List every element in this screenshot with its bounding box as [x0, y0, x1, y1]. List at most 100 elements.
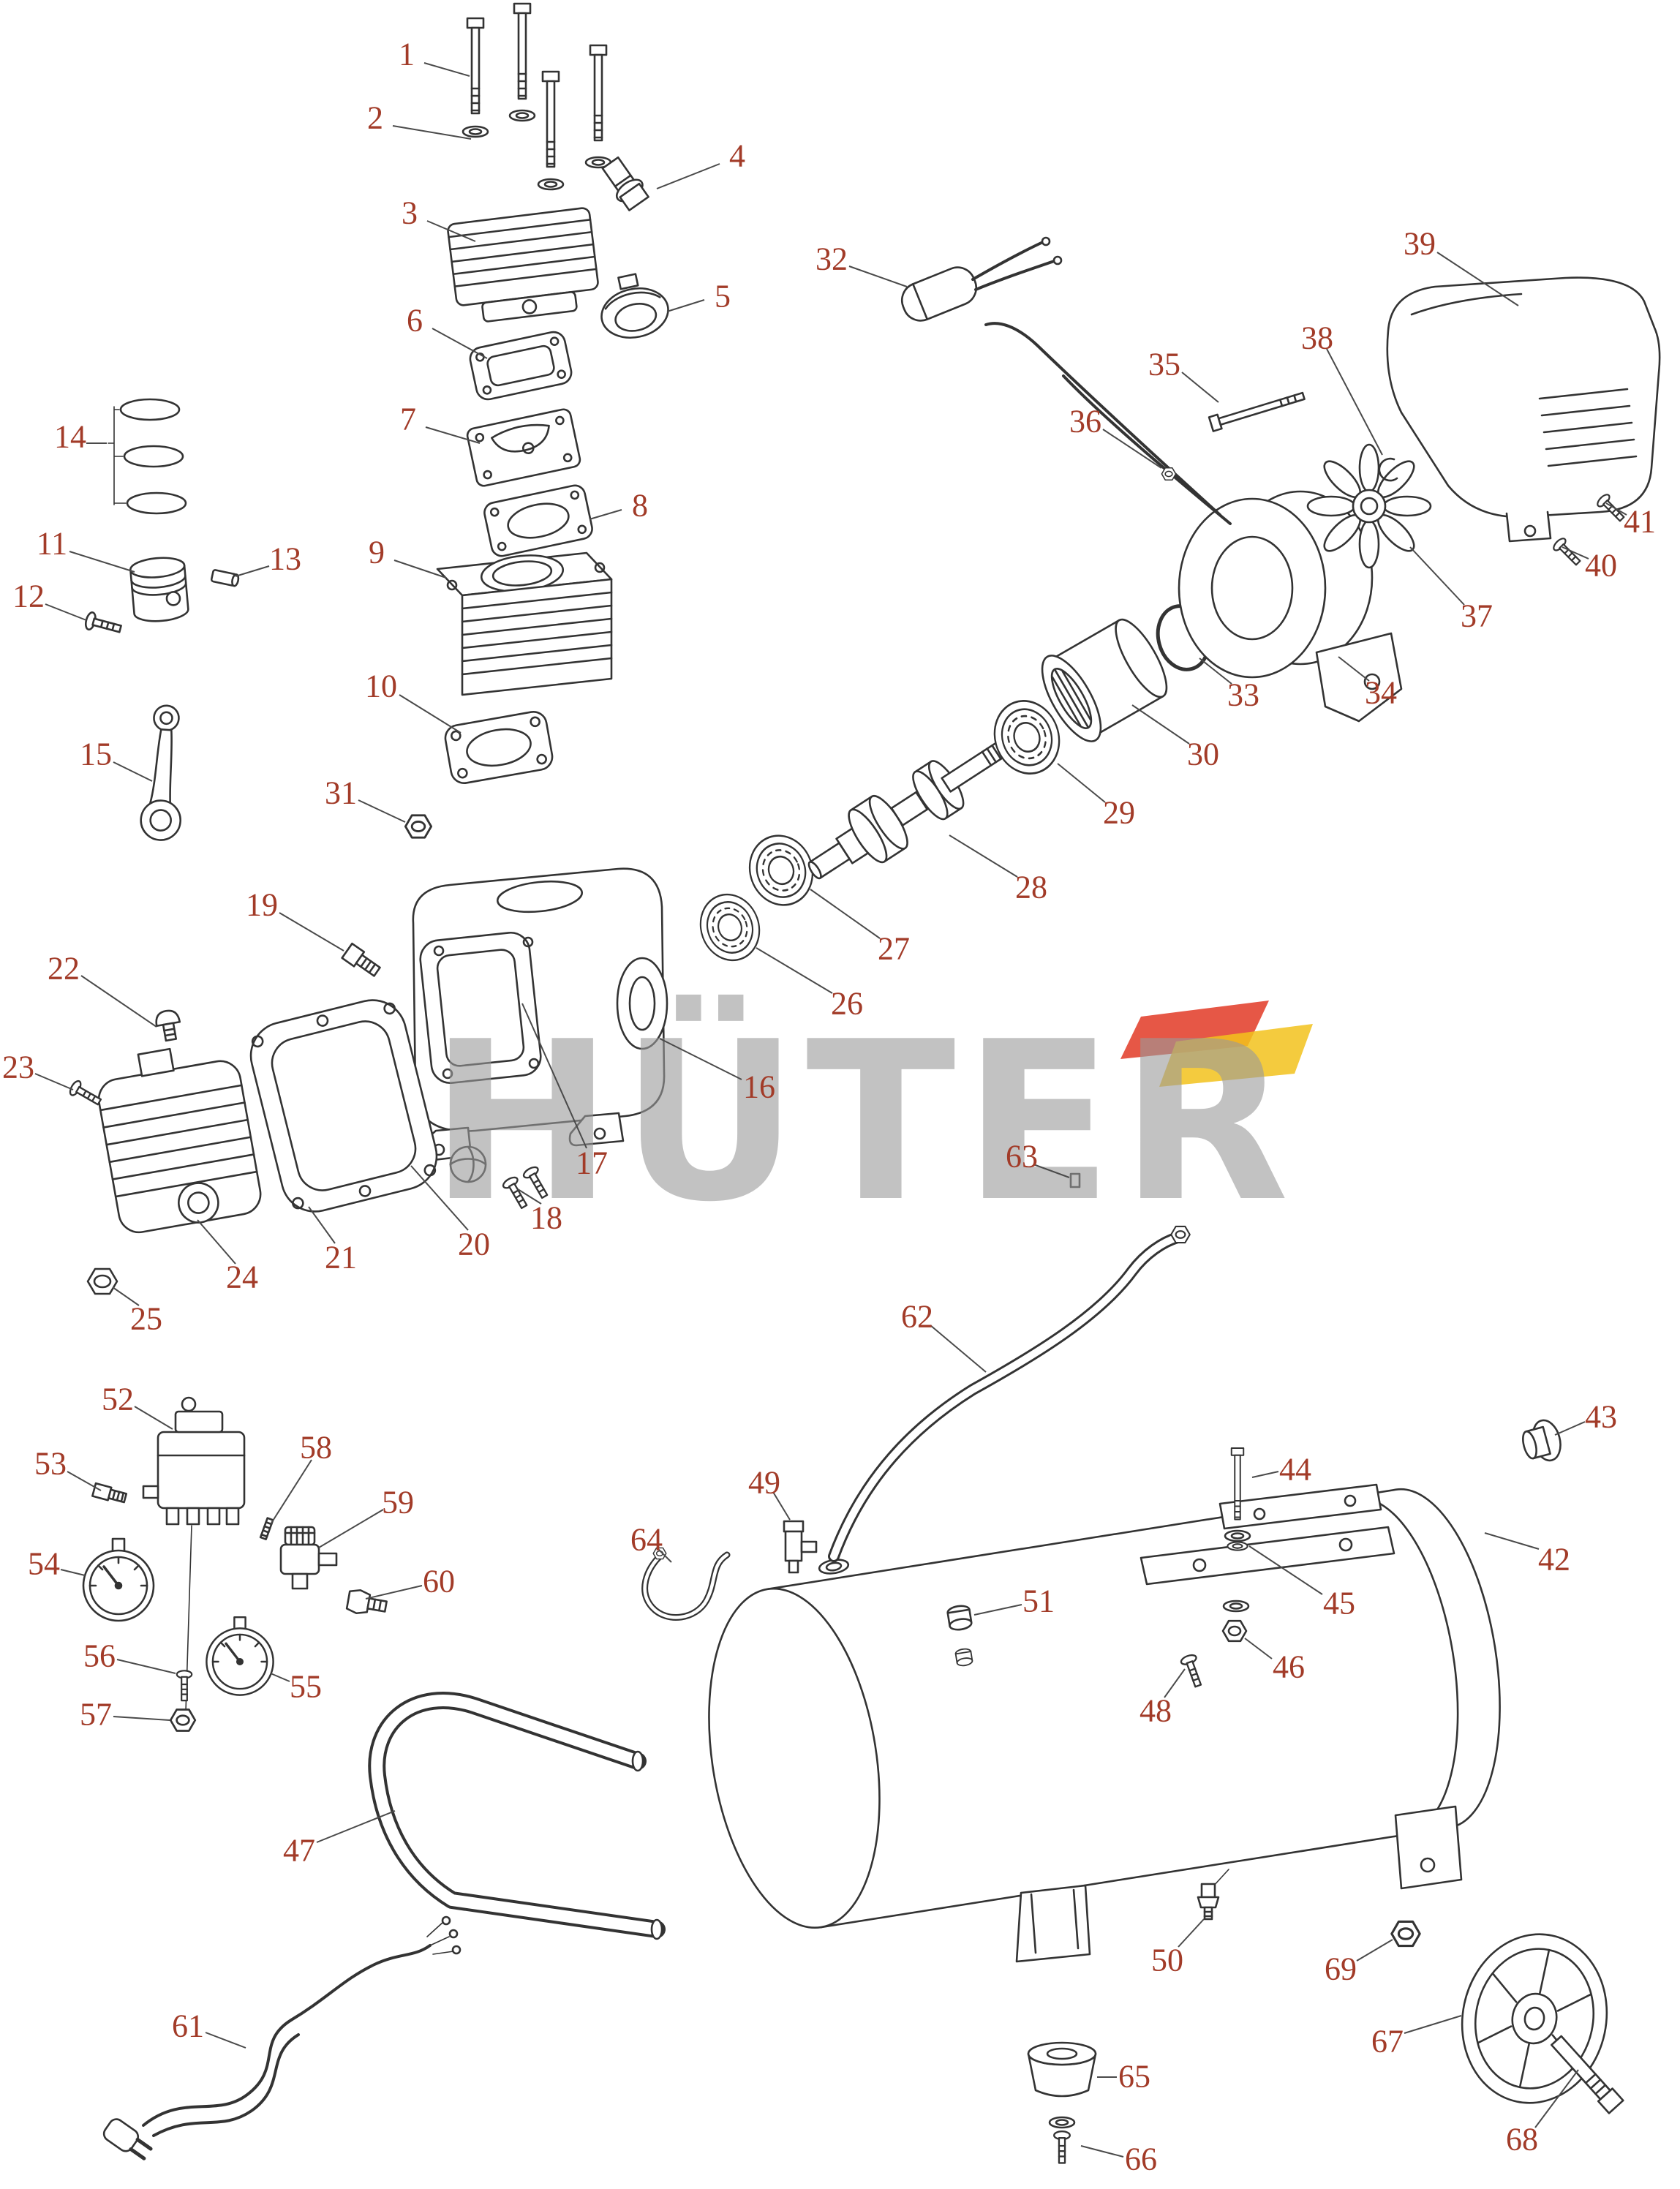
part-callout-53: 53	[34, 1445, 102, 1491]
part-number-30: 30	[1187, 736, 1219, 772]
leader-line-38	[1326, 348, 1383, 456]
part-number-8: 8	[632, 487, 648, 523]
part-number-27: 27	[878, 930, 910, 966]
part-drawing-crankshaft	[807, 740, 1009, 880]
part-number-11: 11	[37, 525, 67, 561]
part-drawing-rubber-foot	[1027, 2041, 1097, 2098]
part-callout-28: 28	[949, 834, 1047, 905]
part-number-36: 36	[1069, 403, 1101, 439]
part-callout-17: 17	[521, 1003, 608, 1180]
part-drawing-washer-45c	[1222, 1600, 1250, 1613]
huter-watermark-text: HÜTER	[429, 992, 1296, 1250]
part-drawing-rotor	[1041, 618, 1168, 742]
leader-line-9	[393, 560, 447, 579]
part-callout-68: 68	[1506, 2069, 1579, 2157]
part-number-2: 2	[367, 99, 383, 135]
leader-line-49	[772, 1491, 791, 1521]
leader-line-44	[1251, 1471, 1279, 1478]
part-callout-66: 66	[1080, 2141, 1157, 2177]
part-drawing-foot-bracket	[1015, 1884, 1091, 1963]
part-number-9: 9	[369, 534, 385, 570]
part-drawing-cover-screw	[67, 1078, 105, 1110]
part-number-59: 59	[382, 1484, 414, 1520]
part-drawing-washer-45a	[1224, 1529, 1251, 1542]
part-drawing-small-pipe	[641, 1551, 731, 1621]
part-callout-9: 9	[369, 534, 447, 579]
leader-line-22	[80, 975, 157, 1028]
part-drawing-valve-plate	[466, 408, 581, 487]
leader-line-16	[659, 1038, 742, 1080]
part-number-33: 33	[1227, 677, 1259, 712]
leader-line-46	[1244, 1638, 1273, 1659]
part-drawing-foot-washer	[1048, 2116, 1076, 2129]
part-number-24: 24	[226, 1259, 258, 1295]
part-drawing-tank-inlet-port	[818, 1559, 850, 1575]
part-callout-19: 19	[246, 886, 344, 952]
part-callout-20: 20	[410, 1165, 490, 1262]
part-drawing-nut-46	[1221, 1619, 1248, 1643]
capacitor-wires	[971, 240, 1058, 291]
part-drawing-regulator	[279, 1526, 338, 1590]
leader-line-4	[656, 163, 720, 189]
leader-line-30	[1131, 704, 1190, 745]
part-drawing-air-filter	[600, 273, 669, 339]
leader-line-19	[279, 912, 344, 952]
leader-line-37	[1409, 546, 1465, 606]
part-drawing-screw-56	[176, 1670, 193, 1702]
leader-line-18	[517, 1188, 542, 1205]
leader-line-41	[1605, 502, 1627, 516]
leader-line-64	[656, 1547, 672, 1563]
part-callout-35: 35	[1148, 346, 1219, 403]
leader-line-32	[848, 265, 908, 287]
part-drawing-axle-bolt	[1551, 2035, 1624, 2114]
part-callout-30: 30	[1131, 704, 1219, 772]
leader-line-28	[949, 834, 1018, 878]
part-drawing-breather-plug	[341, 942, 381, 977]
part-number-19: 19	[246, 886, 278, 922]
part-number-26: 26	[831, 985, 863, 1021]
leader-line-17	[521, 1003, 587, 1149]
part-callout-27: 27	[810, 889, 910, 966]
part-callout-48: 48	[1140, 1668, 1186, 1728]
part-drawing-fitting-60	[345, 1589, 388, 1615]
part-number-20: 20	[458, 1226, 490, 1262]
part-callout-45: 45	[1248, 1545, 1355, 1621]
part-drawing-piston-rings	[108, 398, 187, 515]
part-callout-42: 42	[1484, 1532, 1570, 1577]
part-callout-23: 23	[2, 1049, 74, 1090]
part-drawing-fan-shroud	[1386, 276, 1661, 543]
leader-line-52	[134, 1406, 173, 1430]
part-number-40: 40	[1585, 547, 1617, 583]
part-number-67: 67	[1371, 2023, 1404, 2059]
leader-line-57	[113, 1716, 170, 1721]
part-number-64: 64	[630, 1521, 663, 1557]
part-number-65: 65	[1118, 2058, 1150, 2094]
part-number-45: 45	[1323, 1585, 1355, 1621]
part-number-55: 55	[290, 1668, 322, 1704]
part-number-10: 10	[365, 668, 397, 704]
leader-line-61	[205, 2032, 246, 2049]
part-callout-65: 65	[1097, 2058, 1150, 2094]
part-number-63: 63	[1006, 1138, 1038, 1174]
part-drawing-plate-gasket	[483, 484, 593, 557]
leader-line-50	[1178, 1918, 1205, 1948]
part-number-52: 52	[102, 1381, 134, 1417]
part-callout-34: 34	[1338, 656, 1397, 710]
leader-line-23	[34, 1073, 74, 1090]
part-drawing-fitting-51	[946, 1605, 973, 1631]
leader-line-59	[318, 1509, 384, 1548]
part-callout-24: 24	[197, 1219, 258, 1295]
part-number-48: 48	[1140, 1692, 1172, 1728]
leader-line-10	[399, 694, 462, 734]
part-callout-49: 49	[748, 1464, 791, 1521]
leader-line-53	[67, 1471, 102, 1491]
leader-line-42	[1484, 1532, 1540, 1550]
leader-line-36	[1102, 429, 1162, 469]
part-number-66: 66	[1125, 2141, 1157, 2177]
leader-line-45	[1248, 1545, 1323, 1595]
part-callout-32: 32	[815, 241, 908, 287]
part-callout-41: 41	[1605, 502, 1656, 539]
part-drawing-head-bolts	[462, 2, 612, 191]
leader-line-39	[1436, 252, 1519, 306]
